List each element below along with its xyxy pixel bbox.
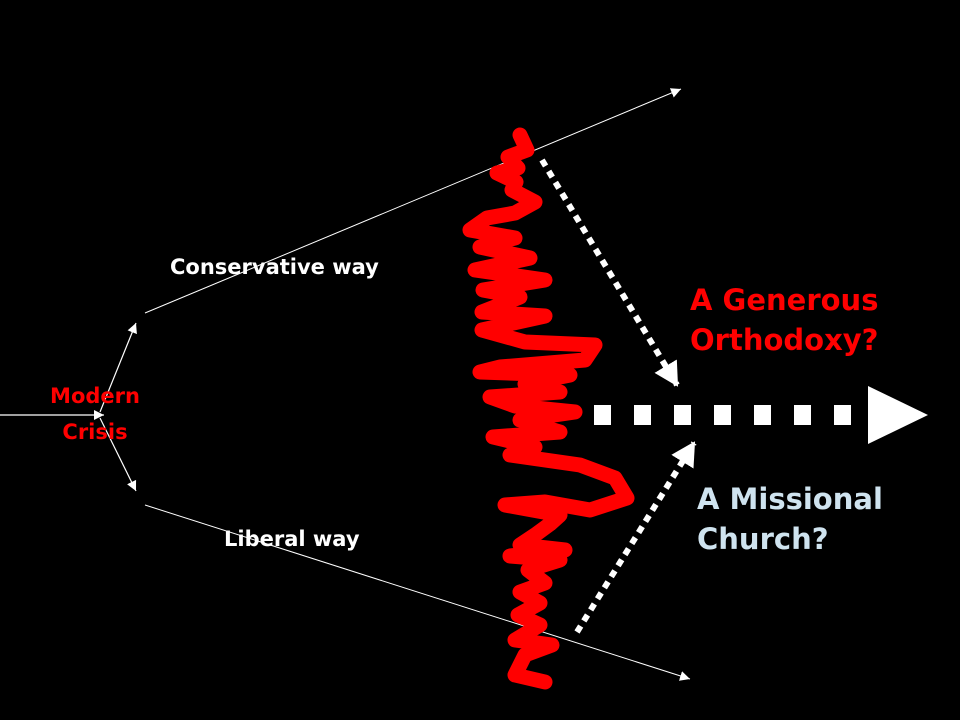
modern-crisis-label: Modern Crisis — [20, 378, 170, 450]
modern-crisis-line-1: Modern — [50, 384, 140, 408]
missional-church-label: A Missional Church? — [697, 479, 883, 559]
conservative-line — [144, 88, 682, 314]
conservative-way-label: Conservative way — [170, 255, 379, 279]
liberal-way-label: Liberal way — [224, 527, 360, 551]
forward-dotted-arrow — [594, 386, 928, 444]
missional-church-line-1: A Missional — [697, 482, 883, 516]
red-barrier-squiggle — [462, 127, 635, 690]
branch-arrow-up — [99, 322, 137, 413]
missional-church-line-2: Church? — [697, 522, 829, 556]
generous-orthodoxy-line-2: Orthodoxy? — [690, 323, 879, 357]
dotted-arrow-up — [574, 441, 697, 634]
liberal-line — [144, 504, 691, 681]
dotted-arrow-down — [539, 158, 680, 387]
generous-orthodoxy-label: A Generous Orthodoxy? — [690, 280, 879, 360]
generous-orthodoxy-line-1: A Generous — [690, 283, 879, 317]
branch-arrow-down — [99, 417, 137, 492]
modern-crisis-line-2: Crisis — [62, 420, 128, 444]
